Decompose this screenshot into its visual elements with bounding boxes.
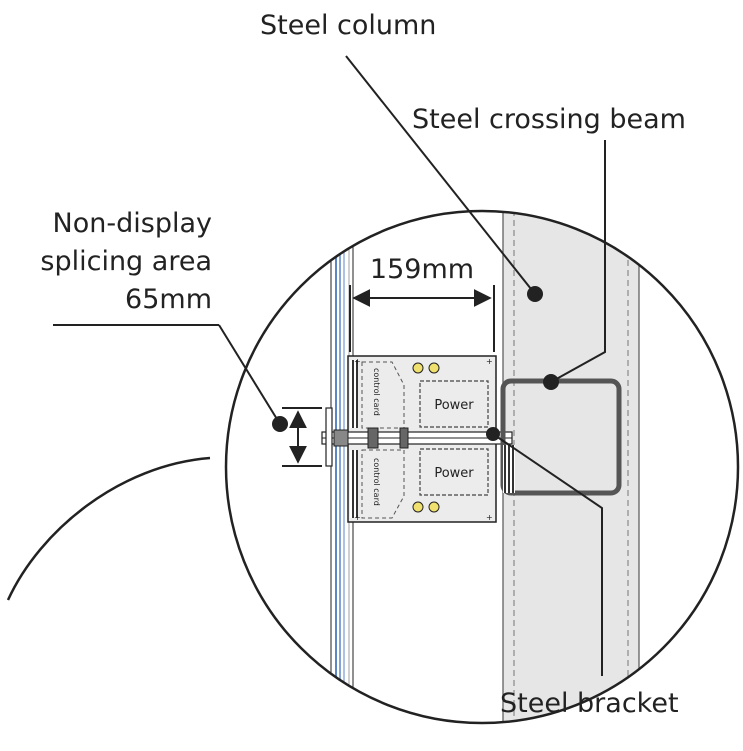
non-display-value: 65mm [125, 284, 212, 315]
steel-column [502, 211, 640, 723]
power-label-bottom: Power [434, 466, 474, 481]
detail-circle [224, 209, 740, 725]
callout-lines [53, 55, 606, 676]
column-dot [527, 286, 543, 302]
cabinet-box: + + + + [321, 355, 513, 523]
detail-circle-content: + + + + [226, 211, 738, 723]
steel-bracket-label: Steel bracket [500, 688, 679, 719]
svg-text:+: + [354, 357, 361, 366]
beam-dot [543, 374, 559, 390]
bracket-dot [486, 427, 500, 441]
control-card-label-bottom: control card [372, 458, 381, 506]
power-label-top: Power [434, 398, 474, 413]
non-display-label-line2: splicing area [40, 246, 212, 277]
non-display-label-line1: Non-display [53, 208, 212, 239]
outer-arc [6, 456, 211, 601]
steel-crossing-beam-label: Steel crossing beam [412, 104, 686, 135]
steel-crossing-beam-tube [500, 378, 622, 496]
splice-dot [272, 416, 288, 432]
width-dimension [349, 285, 495, 352]
control-card-label-top: control card [372, 368, 381, 416]
svg-text:+: + [486, 513, 493, 522]
width-dimension-label: 159mm [370, 254, 474, 285]
svg-text:+: + [354, 513, 361, 522]
steel-column-label: Steel column [260, 10, 436, 41]
svg-text:+: + [486, 357, 493, 366]
splice-dimension [282, 407, 322, 467]
